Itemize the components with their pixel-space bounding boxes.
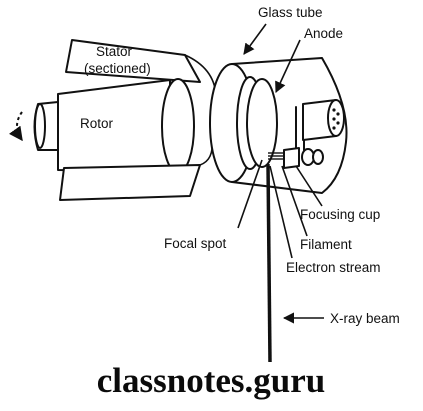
- label-focusing-cup: Focusing cup: [300, 207, 380, 222]
- label-xray-beam: X-ray beam: [330, 311, 400, 326]
- label-stator-line1: Stator: [96, 44, 133, 59]
- label-glass-tube: Glass tube: [258, 5, 323, 20]
- rotor-body: [58, 80, 170, 172]
- label-anode: Anode: [304, 26, 343, 41]
- focusing-cup-knob-2: [313, 150, 323, 164]
- focusing-cup-shape: [284, 148, 299, 168]
- rotor-shaft-end: [35, 104, 45, 148]
- rotor-end-cap: [162, 79, 194, 173]
- label-focal-spot: Focal spot: [164, 236, 227, 251]
- cathode-housing-end: [328, 100, 344, 136]
- rotation-arrow-icon: [17, 112, 22, 140]
- label-stator-line2: (sectioned): [84, 61, 151, 76]
- label-electron-stream: Electron stream: [286, 260, 381, 275]
- label-filament: Filament: [300, 237, 352, 252]
- electron-stream-leader: [270, 166, 292, 258]
- focusing-cup-leader: [296, 166, 322, 206]
- label-rotor: Rotor: [80, 116, 114, 131]
- watermark-text: classnotes.guru: [97, 361, 326, 400]
- glass-tube-pointer: [244, 24, 266, 54]
- xray-beam-line: [268, 164, 270, 362]
- anode-pointer: [276, 40, 300, 92]
- anode-disc-face: [247, 79, 277, 167]
- stator-lower-section: [60, 165, 200, 200]
